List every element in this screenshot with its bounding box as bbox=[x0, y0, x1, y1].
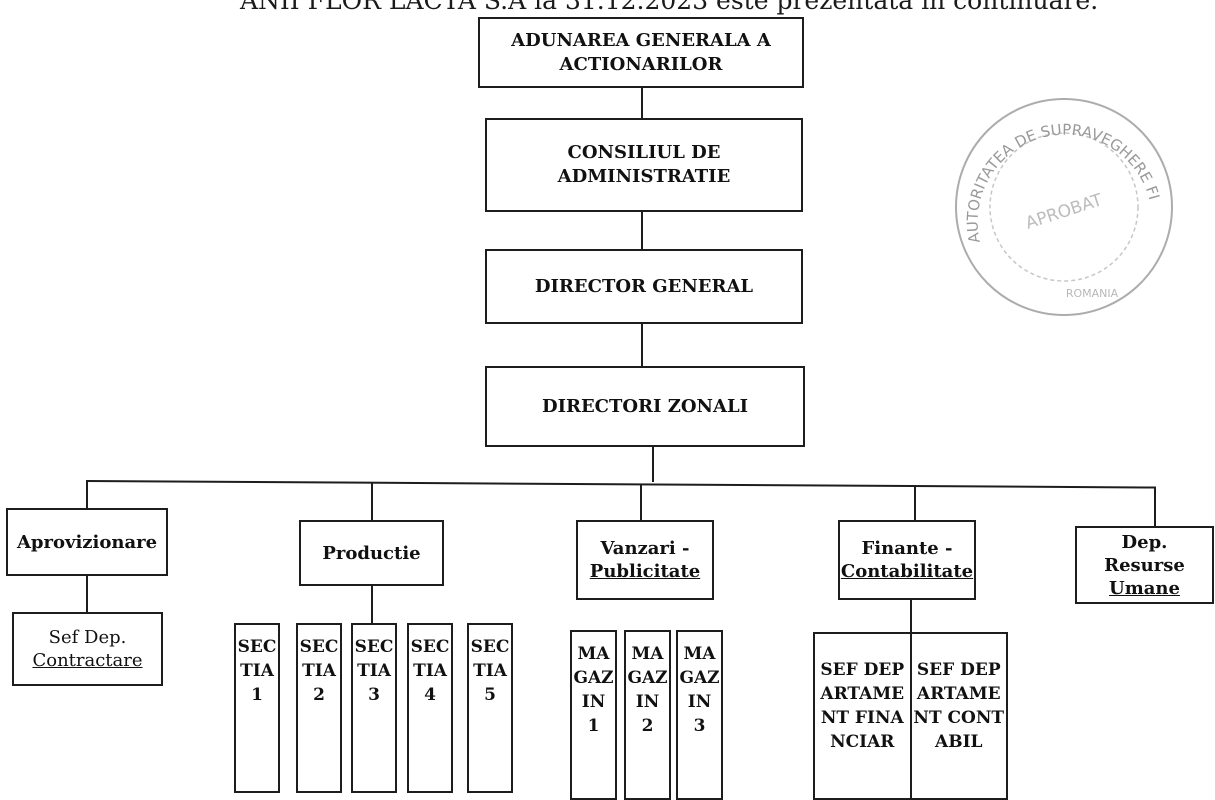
dept-resurse-umane: Dep. Resurse Umane bbox=[1075, 526, 1214, 604]
section-2-number: 2 bbox=[313, 685, 325, 705]
dept-vanzari-publicitate: Vanzari - Publicitate bbox=[576, 520, 714, 600]
box-adunarea-generala: ADUNAREA GENERALA A ACTIONARILOR bbox=[478, 17, 804, 88]
section-box: SECTIA 1 bbox=[234, 623, 280, 793]
connector-bus-vanzari bbox=[640, 485, 642, 521]
connector-bus-productie bbox=[371, 483, 373, 521]
dept-productie: Productie bbox=[299, 520, 444, 586]
ca-line-2: ADMINISTRATIE bbox=[557, 166, 731, 187]
stamp-inner-ring bbox=[989, 132, 1139, 282]
section-box: SECTIA 3 bbox=[351, 623, 397, 793]
dept-aprovizionare: Aprovizionare bbox=[6, 508, 168, 576]
productie-label: Productie bbox=[322, 542, 421, 564]
box-directori-zonali: DIRECTORI ZONALI bbox=[485, 366, 805, 447]
stamp-outer-ring bbox=[955, 98, 1173, 316]
section-4-number: 4 bbox=[424, 685, 436, 705]
dg-label: DIRECTOR GENERAL bbox=[534, 275, 754, 297]
contractare-line-2: Contractare bbox=[32, 650, 143, 671]
section-3-number: 3 bbox=[368, 685, 380, 705]
store-box: MAGAZIN 3 bbox=[676, 630, 723, 800]
connector-dg-dz bbox=[641, 323, 643, 367]
store-1-text: MAGAZIN bbox=[573, 644, 614, 712]
store-2-number: 2 bbox=[641, 716, 654, 736]
connector-bus-resurse bbox=[1154, 487, 1156, 527]
finante-line-1: Finante - bbox=[861, 538, 953, 559]
stamp-center-text: APROBAT bbox=[1023, 190, 1105, 234]
section-3-text: SECTIA bbox=[354, 637, 394, 681]
section-1-text: SECTIA bbox=[237, 637, 277, 681]
finante-line-2: Contabilitate bbox=[840, 561, 974, 582]
vanzari-line-2: Publicitate bbox=[589, 561, 701, 582]
store-1-number: 1 bbox=[587, 716, 600, 736]
dz-label: DIRECTORI ZONALI bbox=[541, 395, 749, 417]
ca-line-1: CONSILIUL DE bbox=[567, 142, 721, 163]
store-2-text: MAGAZIN bbox=[627, 644, 668, 712]
connector-productie-sections bbox=[371, 585, 373, 625]
section-5-number: 5 bbox=[484, 685, 496, 705]
dept-finante-contabilitate: Finante - Contabilitate bbox=[838, 520, 976, 600]
store-3-text: MAGAZIN bbox=[679, 644, 720, 712]
section-box: SECTIA 2 bbox=[296, 623, 342, 793]
store-box: MAGAZIN 1 bbox=[570, 630, 617, 800]
connector-aprovizionare-sub bbox=[86, 575, 88, 613]
connector-dz-bus bbox=[652, 446, 654, 482]
section-4-text: SECTIA bbox=[410, 637, 450, 681]
section-5-text: SECTIA bbox=[470, 637, 510, 681]
connector-aga-ca bbox=[641, 87, 643, 119]
sef-departament-financiar: SEF DEPARTAMENT FINANCIAR bbox=[820, 660, 905, 752]
department-bus bbox=[85, 480, 1156, 489]
connector-bus-aprovizionare bbox=[86, 481, 88, 509]
resurse-line-2: Umane bbox=[1109, 577, 1180, 599]
store-3-number: 3 bbox=[693, 716, 706, 736]
connector-finante-sub bbox=[910, 598, 912, 634]
header-text: ANII FLOR LACTA S.A la 31.12.2023 este p… bbox=[240, 0, 1099, 15]
store-box: MAGAZIN 2 bbox=[624, 630, 671, 800]
section-box: SECTIA 5 bbox=[467, 623, 513, 793]
connector-ca-dg bbox=[641, 211, 643, 250]
section-1-number: 1 bbox=[251, 685, 263, 705]
sub-sef-dep-contractare: Sef Dep. Contractare bbox=[12, 612, 163, 686]
finante-sub-box: SEF DEPARTAMENT FINANCIAR SEF DEPARTAMEN… bbox=[813, 632, 1008, 800]
section-box: SECTIA 4 bbox=[407, 623, 453, 793]
vanzari-line-1: Vanzari - bbox=[600, 538, 690, 559]
connector-bus-finante bbox=[914, 485, 916, 523]
resurse-line-1: Dep. Resurse bbox=[1104, 531, 1185, 576]
aga-line-1: ADUNAREA GENERALA A bbox=[511, 29, 771, 51]
stamp-country-text: ROMANIA bbox=[1066, 287, 1119, 300]
section-2-text: SECTIA bbox=[299, 637, 339, 681]
aprovizionare-label: Aprovizionare bbox=[16, 531, 158, 553]
box-director-general: DIRECTOR GENERAL bbox=[485, 249, 803, 324]
approval-stamp: AUTORITATEA DE SUPRAVEGHERE FINANCIARA A… bbox=[942, 92, 1173, 316]
box-consiliul-de-administratie: CONSILIUL DE ADMINISTRATIE bbox=[485, 118, 803, 212]
contractare-line-1: Sef Dep. bbox=[48, 627, 127, 648]
aga-line-2: ACTIONARILOR bbox=[559, 53, 723, 75]
sef-departament-contabil: SEF DEPARTAMENT CONTABIL bbox=[909, 634, 1007, 798]
